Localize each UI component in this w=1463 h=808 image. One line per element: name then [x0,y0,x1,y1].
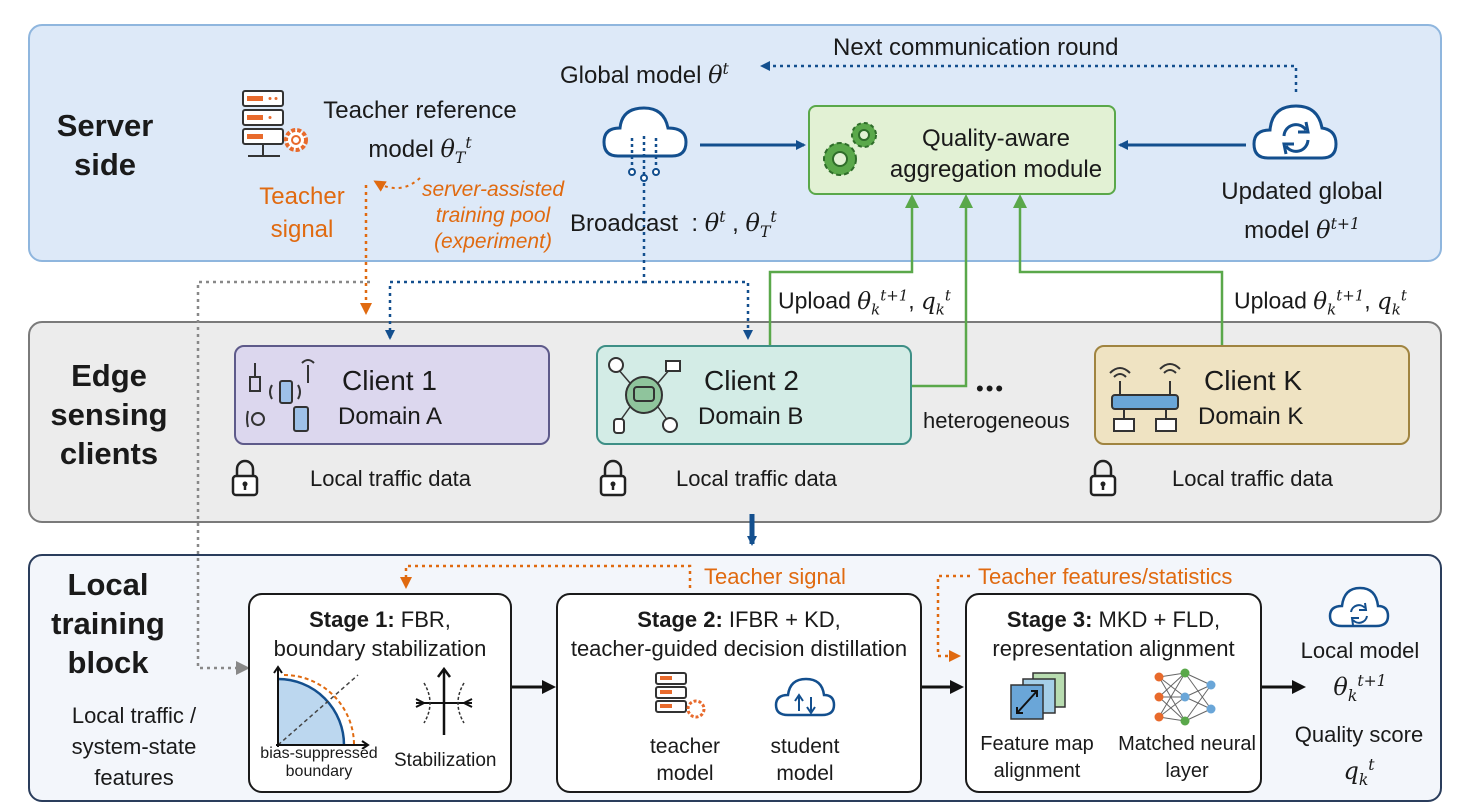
local-input-label: Local traffic / system-state features [71,703,197,790]
lock-icon [599,459,627,497]
bias-suppressed-label: bias-suppressed boundary [260,745,378,780]
local-section-label: Local training block [51,567,165,680]
stabilization-icon [415,667,473,735]
feature-map-icon [1010,672,1066,720]
gears-icon [823,122,877,176]
stage-3-title: Stage 3: MKD + FLD, representation align… [992,607,1235,661]
student-model-label: student model [770,735,840,785]
client-2-data-label: Local traffic data [676,466,838,491]
client-1-domain: Domain A [338,403,443,430]
client-2-domain: Domain B [698,403,804,430]
neural-layer-label: Matched neural layer [1118,733,1256,782]
stage-1-title: Stage 1: FBR, boundary stabilization [273,607,487,661]
client-2-name: Client 2 [704,365,799,396]
client-k-data-label: Local traffic data [1172,466,1334,491]
stage-1-box[interactable]: Stage 1: FBR, boundary stabilization bia… [248,593,512,793]
vehicle-network-icon [608,357,681,434]
client-1-data-label: Local traffic data [310,466,472,491]
local-teacher-signal-label: Teacher signal [704,564,846,589]
broadcast-label: Broadcast : θt , θTt [570,208,777,241]
teacher-signal-label: Teacher signal [259,183,345,243]
client-2-card[interactable]: Client 2 Domain B [596,345,912,445]
server-section-label: Server side [56,108,154,182]
client-k-name: Client K [1204,365,1303,396]
boundary-plot-icon [273,665,370,749]
teacher-reference-label: Teacher reference model θTt [323,97,517,167]
teacher-server-icon [655,672,706,719]
client-k-domain: Domain K [1198,403,1304,430]
client-1-card[interactable]: Client 1 Domain A [234,345,550,445]
router-icon [1109,363,1181,432]
neural-layer-icon [1154,668,1216,726]
stabilization-label: Stabilization [394,750,497,771]
next-round-label: Next communication round [833,34,1119,61]
student-cloud-icon [774,677,836,717]
lock-icon [231,459,259,497]
stage-2-box[interactable]: Stage 2: IFBR + KD, teacher-guided decis… [556,593,922,793]
iot-devices-icon [246,359,315,432]
local-cloud-icon [1328,586,1390,628]
stage-3-box[interactable]: Stage 3: MKD + FLD, representation align… [965,593,1262,793]
client-1-name: Client 1 [342,365,437,396]
teacher-features-label: Teacher features/statistics [978,564,1233,589]
upload-label-client2: Upload θkt+1, qkt [778,286,951,319]
ellipsis: ••• [976,376,1006,401]
cloud-broadcast-icon [602,106,688,182]
stage-2-title: Stage 2: IFBR + KD, teacher-guided decis… [570,607,908,661]
upload-label-clientk: Upload θkt+1, qkt [1234,286,1407,319]
cloud-sync-icon [1252,104,1338,160]
feature-map-label: Feature map alignment [980,733,1094,782]
lock-icon [1089,459,1117,497]
server-gear-icon [242,90,308,157]
edge-section-label: Edge sensing clients [50,358,168,471]
global-model-label: Global model θt [560,60,729,89]
heterogeneous-label: heterogeneous [923,408,1070,433]
client-k-card[interactable]: Client K Domain K [1094,345,1410,445]
teacher-model-label: teacher model [649,735,721,785]
